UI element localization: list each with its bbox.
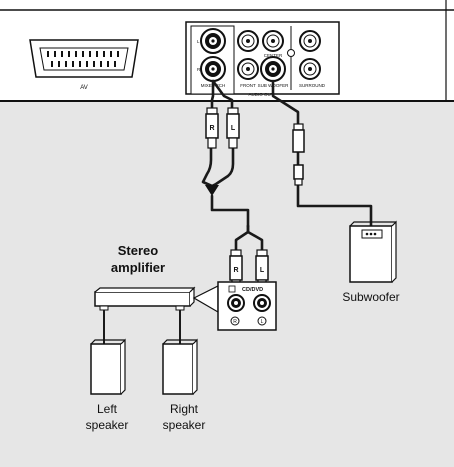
center-marker [287,49,295,57]
cable-stereo-run [210,194,250,228]
scart-connector: AV [29,39,139,91]
rca-plug-subwoofer-bottom [293,164,304,186]
amplifier-body [94,291,191,307]
right-speaker-label-line2: speaker [163,418,206,432]
cable-left-upper [211,79,234,110]
cable-subwoofer-lower [296,183,373,228]
rca-plug-right-top: R [205,107,219,149]
mixed-r-letter: R [197,67,201,72]
cable-left-mid [210,146,235,188]
amplifier-title-line2: amplifier [111,260,165,275]
rca-plug-left-top: L [226,107,240,149]
rca-right-bottom-letter: R [233,267,238,274]
amplifier-input-l-jack [253,294,271,312]
speaker-wires [103,310,181,344]
center-label: CENTER [264,53,283,58]
mixed-l-letter: L [197,39,200,44]
surround-l-jack [299,30,321,52]
cables [201,79,373,252]
amplifier-channel-l-letter: L [261,319,264,325]
center-jack [262,30,284,52]
front-l-jack [237,30,259,52]
front-r-jack [237,58,259,80]
audio-out-block: L R MIXED 2CH FRONT CENTER [185,21,340,97]
right-speaker: Right speaker [162,338,206,432]
scart-label: AV [80,85,88,91]
amplifier-input-r-jack [227,294,245,312]
left-speaker-label-line1: Left [97,402,118,416]
front-label: FRONT [240,83,256,88]
subwoofer-label: Subwoofer [342,290,399,304]
left-speaker: Left speaker [86,338,129,432]
subwoofer-unit: Subwoofer [342,220,400,304]
amplifier-channel-r-letter: R [233,319,237,325]
mixed-l-jack [200,28,226,54]
scart-pins [47,51,119,67]
cable-subwoofer-upper [271,79,300,126]
surround-label: SURROUND [299,83,326,88]
player-rear-panel: AV L R MIXED 2CH [0,0,454,102]
cable-right-mid [201,146,214,188]
audio-out-label: AUDIO OUT [248,92,273,97]
left-speaker-label-line2: speaker [86,418,129,432]
stereo-amplifier: Stereo amplifier CD/DVD R L [94,243,277,331]
rca-left-bottom-letter: L [260,267,265,274]
rca-plug-subwoofer-top [292,123,305,153]
subwoofer-out-jack [260,56,286,82]
cable-branch-l [246,224,264,252]
rca-right-top-letter: R [209,125,214,132]
rca-left-top-letter: L [231,125,236,132]
cable-right-upper [210,79,215,110]
amplifier-input-label: CD/DVD [242,287,263,293]
mixed-r-jack [200,56,226,82]
surround-r-jack [299,58,321,80]
signal-arrow [205,185,219,196]
amplifier-title-line1: Stereo [118,243,159,258]
right-speaker-label-line1: Right [170,402,199,416]
